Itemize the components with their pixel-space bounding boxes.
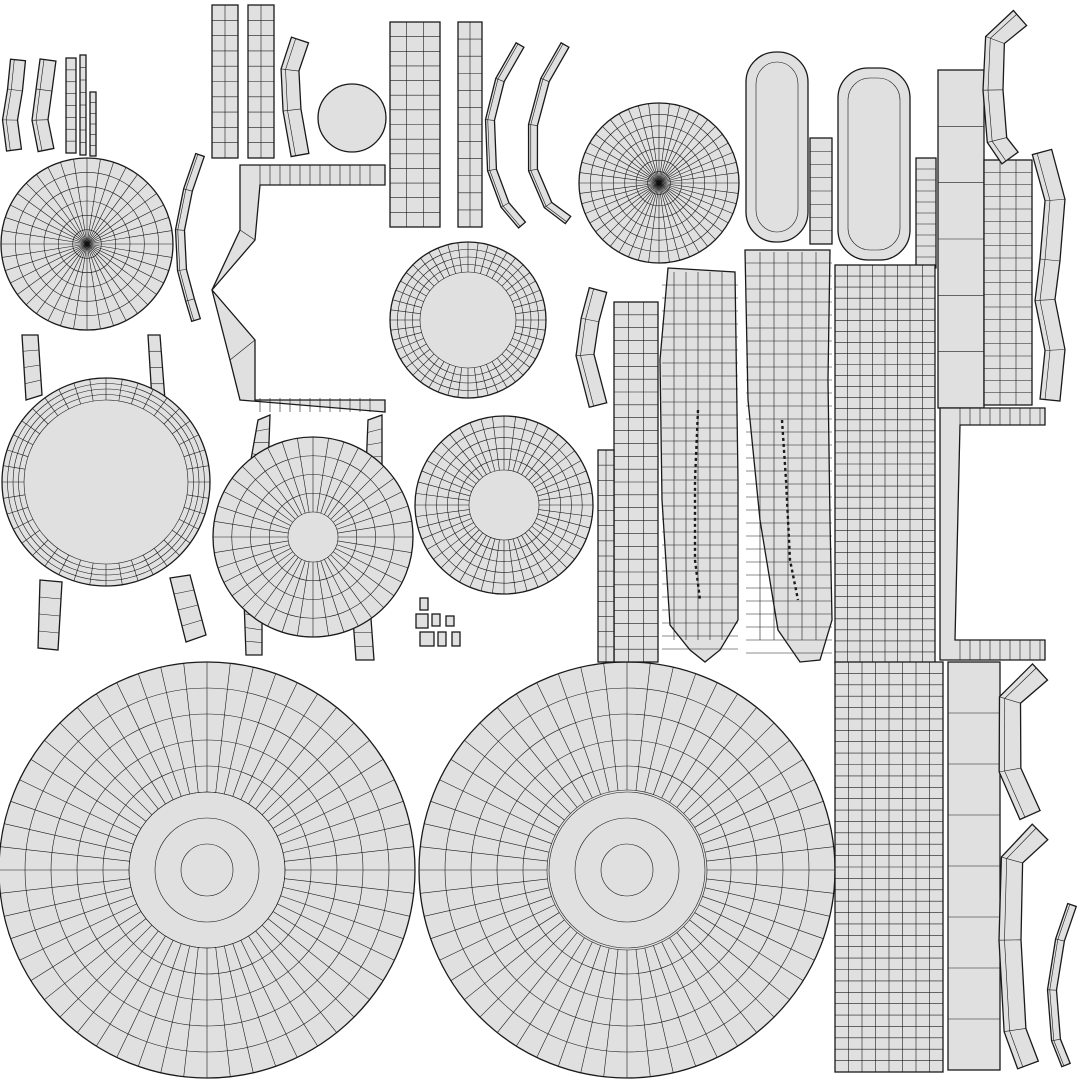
uv-island-center-strip-b xyxy=(457,21,483,228)
uv-island-strap-block-lower xyxy=(834,661,944,1073)
uv-island-side-panel-b xyxy=(983,159,1033,406)
uv-island-tall-cap-2 xyxy=(247,4,275,159)
uv-island-crown-stem-left xyxy=(174,152,206,323)
uv-island-tiny-fragments xyxy=(415,597,461,647)
uv-island-small-bend-1 xyxy=(280,36,310,158)
uv-island-case-middle xyxy=(212,414,414,661)
uv-island-small-bend-2 xyxy=(575,286,608,409)
uv-island-right-bar-a xyxy=(915,157,937,269)
uv-island-tall-cap-1 xyxy=(211,4,239,159)
uv-island-bracket-left xyxy=(211,164,386,413)
uv-island-bracket-right xyxy=(939,407,1046,661)
uv-island-small-tab xyxy=(809,137,833,245)
uv-island-strap-left xyxy=(659,267,739,663)
uv-island-tiny-strap-1 xyxy=(1,58,27,152)
uv-island-tiny-bar-2 xyxy=(79,54,87,156)
uv-island-dial-right xyxy=(578,102,740,264)
uv-island-arc-2 xyxy=(527,41,572,225)
uv-island-right-hinge xyxy=(1031,148,1066,402)
uv-island-strap-right xyxy=(744,249,833,663)
uv-island-side-panel-a xyxy=(937,69,985,409)
uv-island-long-strip-1 xyxy=(613,301,659,663)
uv-island-long-strip-2 xyxy=(597,449,615,663)
uv-island-arc-1 xyxy=(484,41,527,229)
uv-island-right-clip-mid xyxy=(998,663,1049,821)
uv-island-strap-block-upper xyxy=(834,264,936,664)
uv-island-dial-left xyxy=(0,157,174,331)
uv-island-loop-2 xyxy=(837,67,911,261)
uv-island-side-panel-c xyxy=(947,661,1001,1071)
uv-island-tiny-bar-3 xyxy=(89,91,97,157)
uv-island-right-edge-arc xyxy=(1046,902,1078,1068)
uv-island-right-clip-low xyxy=(998,823,1049,1070)
uv-island-center-strip-a xyxy=(389,21,441,228)
uv-island-tiny-strap-2 xyxy=(31,58,57,153)
uv-island-large-disc-left xyxy=(0,661,416,1079)
uv-island-right-top-clip xyxy=(982,9,1028,165)
uv-island-large-disc-right xyxy=(418,661,836,1079)
uv-island-crown-cap xyxy=(317,83,387,153)
uv-island-loop-1 xyxy=(745,51,809,243)
uv-island-caseback-ring xyxy=(414,415,594,595)
uv-islands xyxy=(0,4,1078,1079)
uv-island-case-left xyxy=(1,334,211,651)
uv-island-bezel-ring xyxy=(389,241,547,399)
uv-island-tiny-bar-1 xyxy=(65,57,77,154)
